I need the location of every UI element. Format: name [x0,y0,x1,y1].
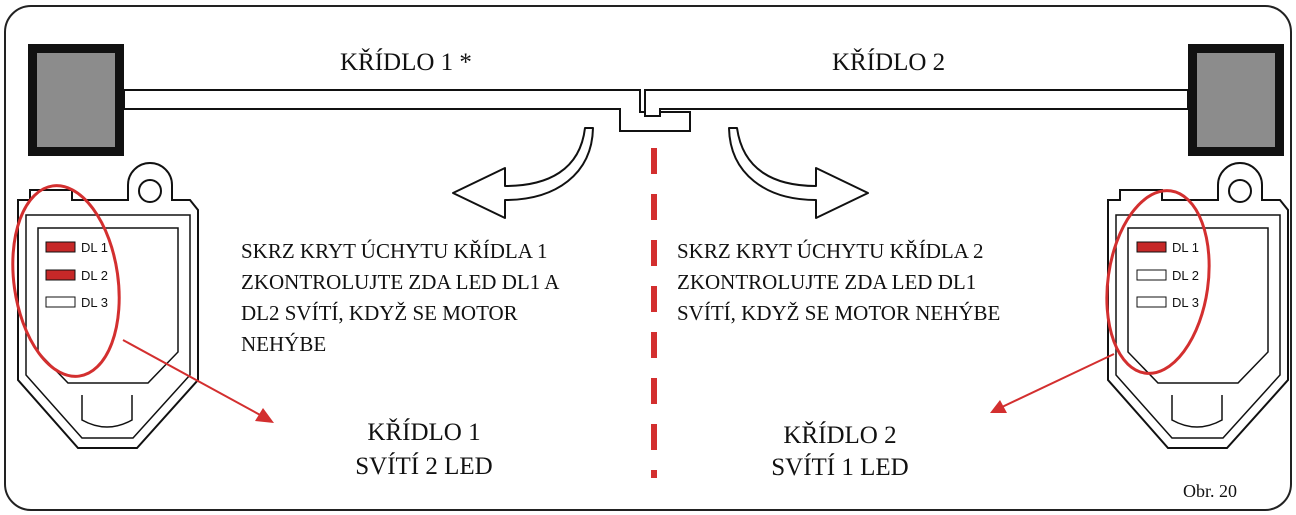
instruction-right-line: SKRZ KRYT ÚCHYTU KŘÍDLA 2 [677,239,983,263]
instruction-right: SKRZ KRYT ÚCHYTU KŘÍDLA 2 ZKONTROLUJTE Z… [677,239,1000,325]
instruction-left-line: NEHÝBE [241,332,326,356]
led-right-dl1 [1136,241,1167,253]
led-highlight-right [1105,189,1211,375]
led-right-dl3-label: DL 3 [1172,295,1199,310]
led-left-dl1 [45,241,76,253]
control-unit-left-bottom [81,395,133,428]
led-left-dl2-label: DL 2 [81,268,108,283]
led-right-dl1-label: DL 1 [1172,240,1199,255]
gate-leaf-2 [644,89,1189,117]
control-unit-left-inner [25,214,191,439]
instruction-left-line: DL2 SVÍTÍ, KDYŽ SE MOTOR [241,301,518,325]
instruction-left-line: SKRZ KRYT ÚCHYTU KŘÍDLA 1 [241,239,547,263]
control-unit-left: DL 1 DL 2 DL 3 [17,162,199,449]
led-left-dl1-label: DL 1 [81,240,108,255]
gate-leaf-1 [123,89,691,132]
pointer-arrow-right-icon [990,353,1115,413]
diagram-frame [4,5,1292,511]
led-highlight-left [11,184,121,378]
right-pillar [1188,44,1284,156]
control-unit-right-plate [1127,227,1269,384]
control-unit-right-bottom [1171,395,1223,428]
control-unit-right-hole [1228,179,1252,203]
result-left-line2: SVÍTÍ 2 LED [355,452,492,480]
wing1-title: KŘÍDLO 1 * [340,48,472,76]
figure-label: Obr. 20 [1183,481,1237,501]
led-left-dl3 [45,296,76,308]
open-arrow-right-icon [728,127,869,219]
left-pillar [28,44,124,156]
open-arrow-left-icon [452,127,594,219]
result-right-line2: SVÍTÍ 1 LED [771,453,908,481]
instruction-left-line: ZKONTROLUJTE ZDA LED DL1 A [241,270,560,294]
instruction-right-line: SVÍTÍ, KDYŽ SE MOTOR NEHÝBE [677,301,1000,325]
wing2-title: KŘÍDLO 2 [832,48,945,76]
instruction-right-line: ZKONTROLUJTE ZDA LED DL1 [677,270,976,294]
pointer-arrow-left-icon [122,339,274,423]
led-left-dl2 [45,269,76,281]
control-unit-left-hole [138,179,162,203]
led-left-dl3-label: DL 3 [81,295,108,310]
control-unit-right-inner [1115,214,1281,439]
result-right-line1: KŘÍDLO 2 [783,421,896,449]
result-left-line1: KŘÍDLO 1 [367,418,480,446]
control-unit-right-body [1107,162,1289,449]
led-right-dl2 [1136,269,1167,281]
control-unit-left-body [17,162,199,449]
control-unit-right: DL 1 DL 2 DL 3 [1107,162,1289,449]
instruction-left: SKRZ KRYT ÚCHYTU KŘÍDLA 1 ZKONTROLUJTE Z… [241,239,560,356]
led-right-dl2-label: DL 2 [1172,268,1199,283]
led-right-dl3 [1136,296,1167,308]
